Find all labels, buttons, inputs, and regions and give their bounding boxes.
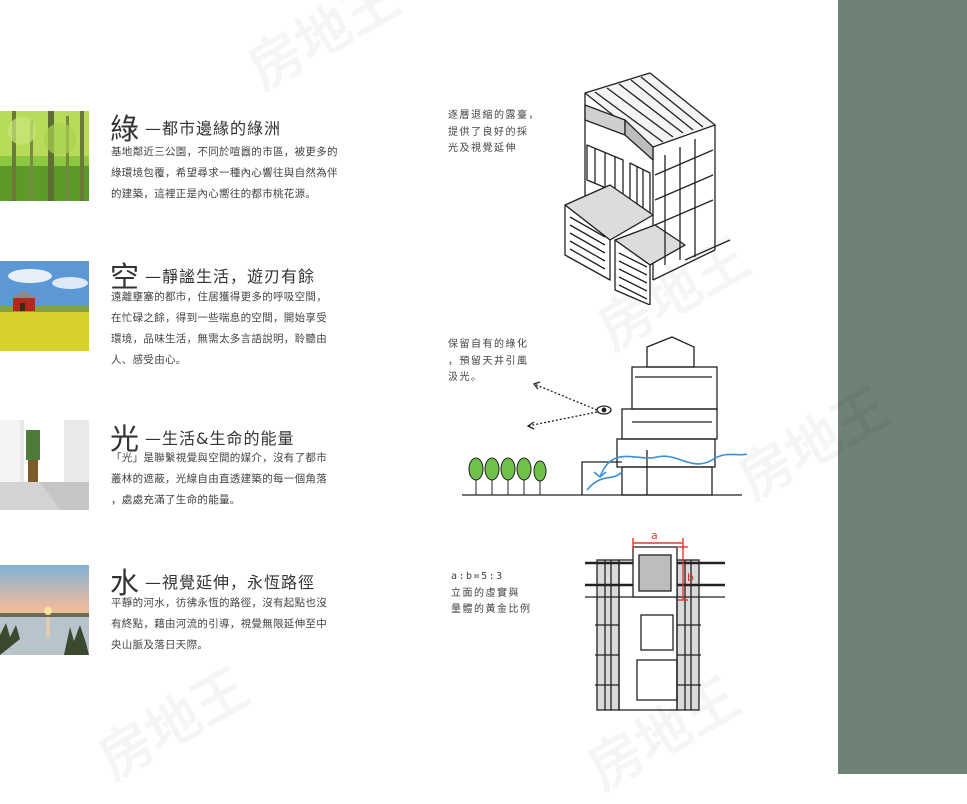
text-line: 人、感受由心。 [111,354,187,366]
heading-title: —都市邊緣的綠洲 [145,119,282,138]
text-line: 央山脈及落日天際。 [111,639,209,651]
watermark: 房地王 [231,0,411,104]
section-text-green: 基地鄰近三公園，不同於喧囂的市區，被更多的 綠環境包覆，希望尋求一種內心響往與自… [111,142,346,205]
note-line: 逐層退縮的露臺， [448,110,540,121]
field-barn-photo [0,261,89,351]
heading-title: —生活&生命的能量 [145,429,295,448]
note-line: 保留自有的綠化 [448,339,529,350]
building-isometric-sketch [564,72,731,305]
text-line: 遠離壅塞的都市，住居獲得更多的呼吸空間， [111,291,327,303]
note-line: 汲光。 [448,372,483,383]
text-line: 在忙碌之餘，得到一些喘息的空間，開始享受 [111,312,327,324]
heading-char: 空 [110,260,140,294]
text-line: 基地鄰近三公園，不同於喧囂的市區，被更多的 [111,146,338,158]
section-heading-space: 空 —靜謐生活，遊刃有餘 [110,254,315,296]
section-heading-light: 光 —生活&生命的能量 [110,416,295,458]
section-text-light: 「光」是聯繫視覺與空間的媒介，沒有了都市 叢林的遮蔽，光線自由直透建築的每一個角… [111,448,346,511]
text-line: 的建築，這裡正是內心嚮往的都市桃花源。 [111,188,317,200]
sunset-lake-photo [0,565,89,655]
note-terrace: 逐層退縮的露臺， 提供了良好的採 光及視覺延伸 [448,108,540,158]
note-ratio: a:b=5:3 立面的虛實與 量體的黃金比例 [451,569,532,619]
heading-title: —靜謐生活，遊刃有餘 [145,267,316,286]
heading-title: —視覺延伸，永恆路徑 [145,573,316,592]
text-line: 有終點，藉由河流的引導，視覺無限延伸至中 [111,618,327,630]
note-line: 立面的虛實與 [451,587,520,599]
side-color-band [838,0,967,774]
heading-char: 光 [110,422,140,456]
section-text-water: 平靜的河水，彷彿永恆的路徑，沒有起點也沒 有終點，藉由河流的引導，視覺無限延伸至… [111,593,346,656]
watermark: 房地王 [81,645,261,794]
note-line: 量體的黃金比例 [451,604,532,615]
heading-char: 水 [110,566,140,600]
section-text-space: 遠離壅塞的都市，住居獲得更多的呼吸空間， 在忙碌之餘，得到一些喘息的空間，開始享… [111,287,346,371]
text-line: 「光」是聯繫視覺與空間的媒介，沒有了都市 [111,452,327,464]
text-line: 叢林的遮蔽，光線自由直透建築的每一個角落 [111,473,327,485]
text-line: ，處處充滿了生命的能量。 [111,494,241,506]
section-airflow-sketch [462,336,748,496]
section-heading-green: 綠 —都市邊緣的綠洲 [110,106,281,148]
note-line: 光及視覺延伸 [448,143,517,154]
bright-interior-photo [0,420,89,510]
section-heading-water: 水 —視覺延伸，永恆路徑 [110,560,315,602]
heading-char: 綠 [110,112,140,146]
note-line: a:b=5:3 [451,571,504,582]
text-line: 綠環境包覆，希望尋求一種內心響往與自然為伴 [111,167,338,179]
note-line: ，預留天井引風 [448,355,529,367]
note-greenery: 保留自有的綠化 ，預留天井引風 汲光。 [448,337,529,387]
ratio-label-b: b [687,571,694,584]
text-line: 平靜的河水，彷彿永恆的路徑，沒有起點也沒 [111,597,327,609]
text-line: 環境，品味生活，無需太多言語說明，聆聽由 [111,333,327,345]
note-line: 提供了良好的採 [448,126,529,138]
elevation-ratio-sketch: a b [585,529,725,711]
forest-photo [0,111,89,201]
ratio-label-a: a [651,529,658,542]
